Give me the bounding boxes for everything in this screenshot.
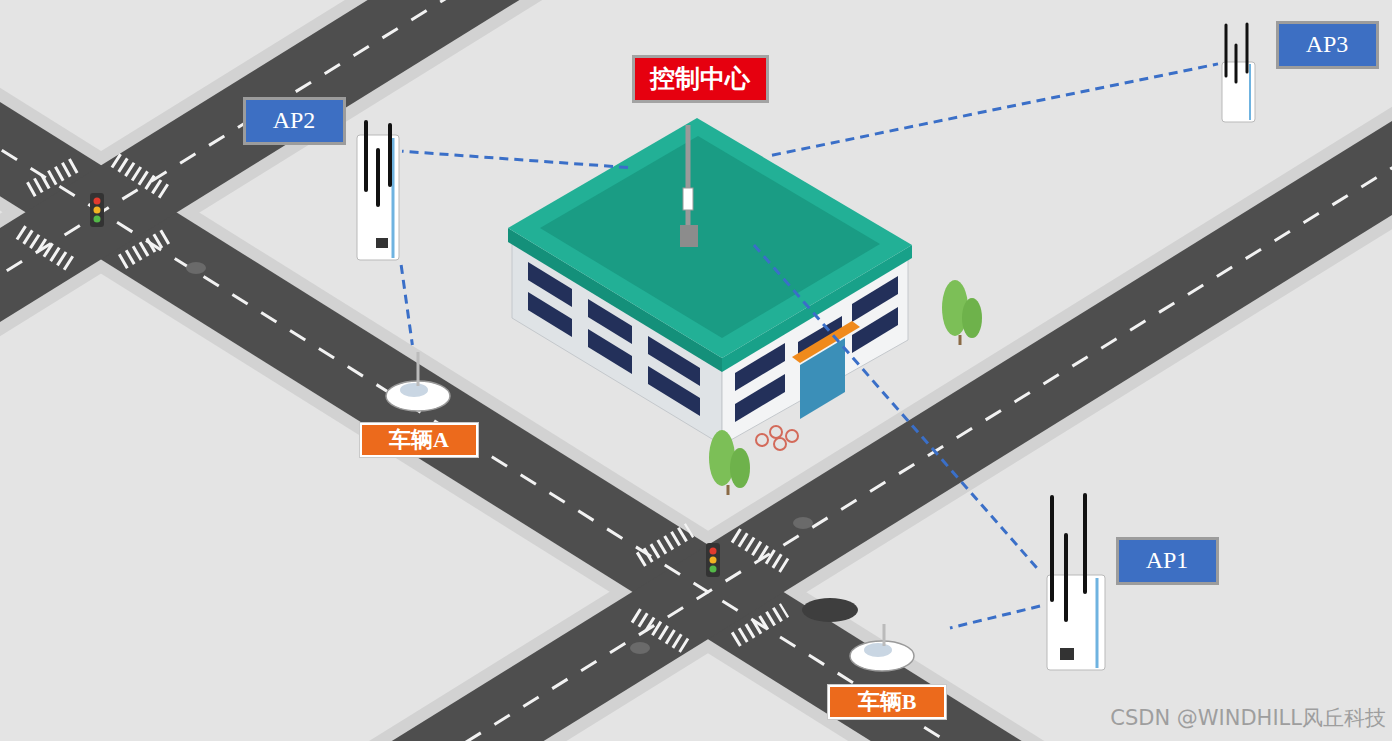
label-box: 控制中心 xyxy=(632,55,769,104)
node-label: 车辆A xyxy=(389,427,449,452)
access-point: AP2 xyxy=(240,95,402,265)
node-label: AP3 xyxy=(1306,31,1349,57)
node-label: AP2 xyxy=(273,107,316,133)
vehicle: 车辆A xyxy=(356,345,482,460)
label-box: AP3 xyxy=(1276,21,1379,68)
node-label: 控制中心 xyxy=(650,65,750,92)
access-point: AP1 xyxy=(1040,493,1222,672)
node-label: AP1 xyxy=(1146,547,1189,573)
label-box: AP2 xyxy=(243,97,346,144)
access-point: AP3 xyxy=(1218,18,1382,124)
wireless-link xyxy=(950,606,1040,628)
wireless-link xyxy=(402,151,628,167)
vehicle: 车辆B xyxy=(824,615,950,722)
control-center: 控制中心 xyxy=(628,52,772,245)
label-box: 车辆A xyxy=(360,423,478,458)
label-box: AP1 xyxy=(1116,537,1219,584)
node-label: 车辆B xyxy=(858,689,917,714)
watermark: CSDN @WINDHILL风丘科技 xyxy=(1110,704,1386,732)
wireless-link xyxy=(401,265,412,345)
wireless-link xyxy=(772,64,1218,155)
label-box: 车辆B xyxy=(828,685,946,720)
wireless-link xyxy=(754,245,1040,571)
